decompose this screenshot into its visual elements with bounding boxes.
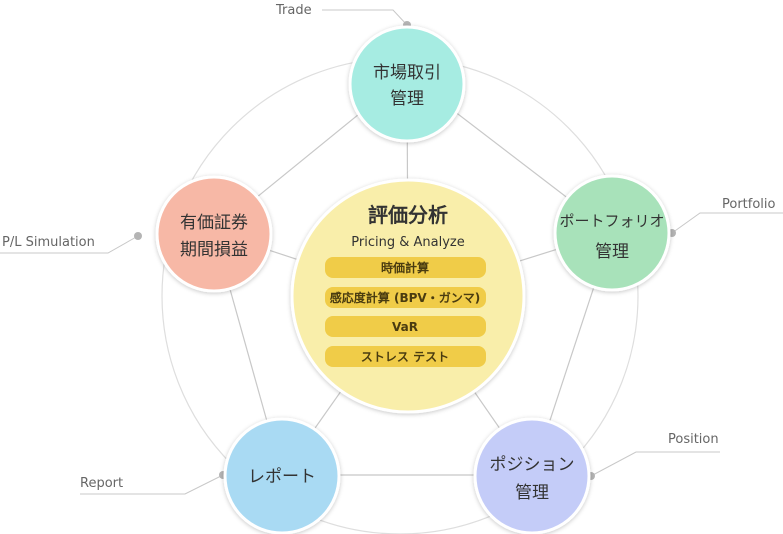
pill-stress-test [325, 346, 486, 367]
callout-label-position: Position [668, 432, 719, 447]
pill-sensitivity [325, 287, 486, 308]
callout-label-report: Report [80, 476, 123, 491]
callout-trade: Trade [275, 3, 411, 29]
callout-label-trade: Trade [275, 3, 312, 18]
node-label-report: レポート [248, 467, 316, 487]
node-pl: 有価証券 期間損益 [155, 175, 273, 293]
pill-label: 時価計算 [381, 260, 429, 275]
node-label-pl-line1: 有価証券 [180, 213, 248, 233]
node-circle-trade [348, 25, 466, 143]
center-title: 評価分析 [368, 203, 448, 227]
node-label-pl-line2: 期間損益 [180, 240, 248, 260]
callout-label-portfolio: Portfolio [722, 197, 776, 212]
node-label-trade-line2: 管理 [390, 89, 424, 109]
node-label-position-line1: ポジション [490, 455, 575, 475]
node-report: レポート [223, 417, 341, 534]
node-label-portfolio-line2: 管理 [595, 242, 629, 262]
callout-label-pl: P/L Simulation [2, 235, 95, 250]
node-portfolio: ポートフォリオ 管理 [553, 174, 671, 292]
callout-pl: P/L Simulation [0, 232, 142, 254]
pill-label: 感応度計算 (BPV・ガンマ) [330, 290, 480, 305]
node-circle-position [473, 417, 591, 534]
pill-var [325, 316, 486, 337]
callout-portfolio: Portfolio [668, 197, 783, 237]
center-subtitle: Pricing & Analyze [351, 235, 464, 250]
node-circle-pl [155, 175, 273, 293]
pill-market-value [325, 257, 486, 278]
node-label-portfolio-line1: ポートフォリオ [559, 212, 664, 230]
callout-position: Position [587, 432, 720, 480]
node-position: ポジション 管理 [473, 417, 591, 534]
center-node: 評価分析 Pricing & Analyze 時価計算 感応度計算 (BPV・ガ… [290, 178, 526, 414]
callout-report: Report [80, 471, 227, 495]
pill-label: VaR [392, 320, 418, 334]
pill-label: ストレス テスト [361, 350, 449, 364]
node-label-position-line2: 管理 [515, 483, 549, 503]
node-circle-portfolio [553, 174, 671, 292]
node-label-trade-line1: 市場取引 [373, 63, 441, 83]
node-trade: 市場取引 管理 [348, 25, 466, 143]
node-circle-report [223, 417, 341, 534]
callout-dot [134, 232, 142, 240]
